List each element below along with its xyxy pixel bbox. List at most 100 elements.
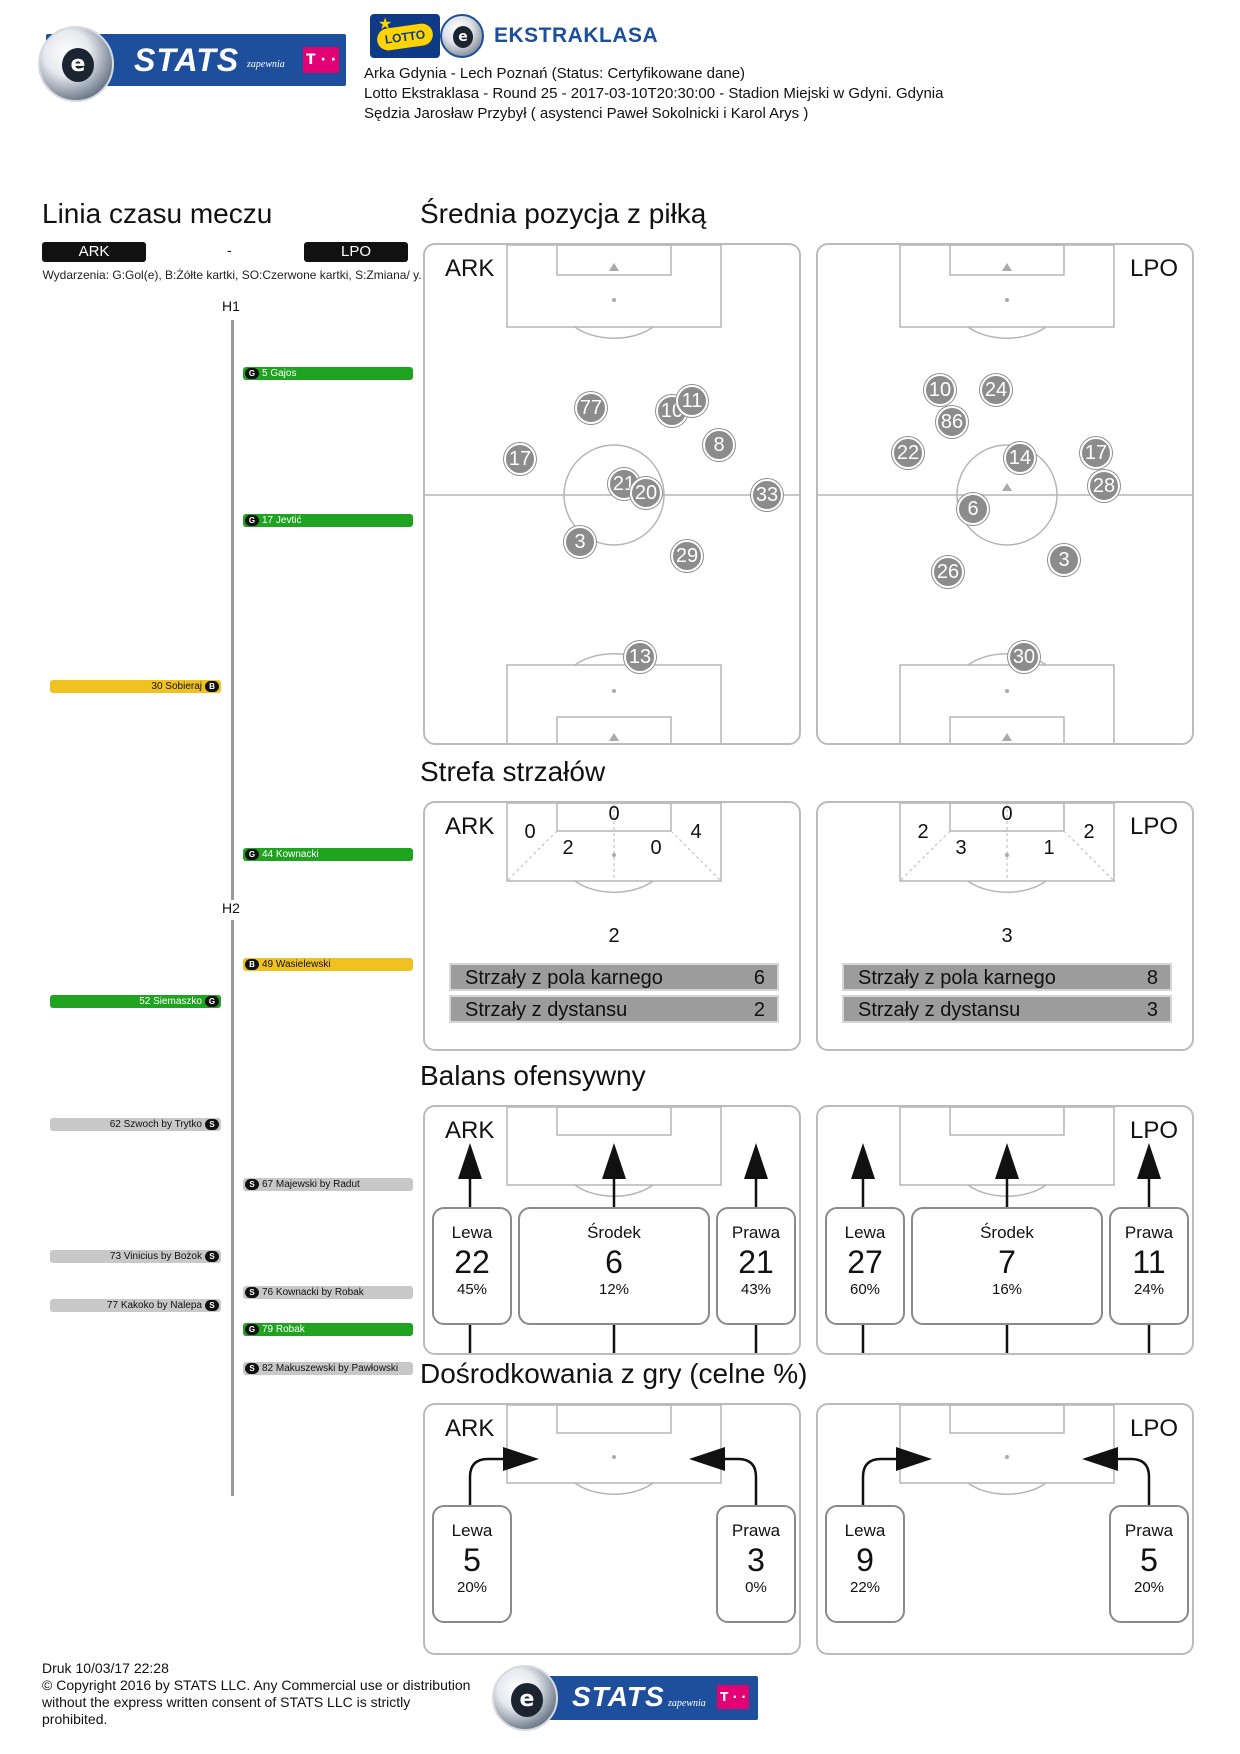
home-player-marker: 11 — [676, 385, 708, 417]
match-title: Arka Gdynia - Lech Poznań (Status: Certy… — [364, 65, 746, 82]
lotto-logo: ★ LOTTO — [370, 14, 440, 58]
shot-away-zone-box-left: 3 — [955, 837, 967, 859]
attack-balance-away-panel: LPO Lewa 27 60% Środek 7 16% Prawa 11 24… — [816, 1105, 1194, 1355]
home-player-marker: 29 — [671, 540, 703, 572]
away-player-marker: 22 — [892, 437, 924, 469]
away-player-marker: 30 — [1008, 641, 1040, 673]
shot-home-zone-left: 0 — [524, 821, 536, 843]
event-badge: B — [245, 959, 259, 970]
crosses-title: Dośrodkowania z gry (celne %) — [420, 1358, 808, 1389]
attack-balance-home-panel: ARK Lewa 22 45% Środek 6 12% Prawa 21 43… — [423, 1105, 801, 1355]
shot-home-outside: 2 — [608, 925, 620, 947]
away-player-marker: 28 — [1088, 470, 1120, 502]
arrow-up-icon — [851, 1143, 1161, 1179]
avg-away-label: LPO — [1129, 255, 1178, 282]
zapewnia-text: zapewnia — [247, 59, 285, 70]
half-2-label: H2 — [222, 900, 240, 916]
arrow-up-icon — [458, 1143, 768, 1179]
crosses-away-left: Lewa 9 22% — [825, 1505, 905, 1623]
shot-home-stat-box: Strzały z pola karnego 6 — [449, 963, 779, 991]
pitch-lines — [818, 245, 1192, 743]
ekstraklasa-ball-icon: e — [38, 26, 114, 102]
home-player-marker: 13 — [624, 641, 656, 673]
home-player-marker: 33 — [751, 479, 783, 511]
timeline-separator: - — [227, 242, 232, 258]
shot-home-zone-box-right: 0 — [650, 837, 662, 859]
stats-logo: e STATS zapewnia T · · — [38, 26, 346, 102]
balance-away-right: Prawa 11 24% — [1109, 1207, 1189, 1325]
event-text: 17 Jevtić — [262, 515, 302, 526]
avg-position-title: Średnia pozycja z piłką — [420, 198, 707, 229]
attack-balance-title: Balans ofensywny — [420, 1060, 646, 1091]
shot-zone-lines — [899, 803, 1115, 893]
balance-away-left: Lewa 27 60% — [825, 1207, 905, 1325]
home-player-marker: 3 — [564, 526, 596, 558]
ekstraklasa-ball-icon: e — [492, 1665, 558, 1731]
timeline-title: Linia czasu meczu — [42, 198, 273, 229]
shot-away-zone-right: 2 — [1083, 821, 1095, 843]
shot-away-zone-six: 0 — [1001, 803, 1013, 825]
balance-away-label: LPO — [1129, 1117, 1178, 1144]
shot-away-outside: 3 — [1001, 925, 1013, 947]
event-text: 82 Makuszewski by Pawłowski — [262, 1363, 399, 1374]
shot-zone-title: Strefa strzałów — [420, 756, 606, 787]
event-text: 62 Szwoch by Trytko — [109, 1119, 202, 1130]
shot-zone-lines — [506, 803, 722, 893]
timeline-line-h2 — [231, 920, 234, 1496]
event-badge: S — [245, 1363, 259, 1374]
shot-away-stat-box: Strzały z pola karnego 8 — [842, 963, 1172, 991]
balance-home-label: ARK — [445, 1117, 495, 1144]
copyright: © Copyright 2016 by STATS LLC. Any Comme… — [42, 1677, 471, 1727]
event-badge: G — [205, 996, 219, 1007]
crosses-away-right: Prawa 5 20% — [1109, 1505, 1189, 1623]
ekstraklasa-logo-icon: e — [440, 14, 484, 58]
balance-home-center: Środek 6 12% — [518, 1207, 710, 1325]
timeline-away-pill: LPO — [304, 242, 408, 262]
away-player-marker: 86 — [936, 406, 968, 438]
home-player-marker: 20 — [630, 477, 662, 509]
crosses-lines — [861, 1405, 1151, 1515]
shot-home-zone-right: 4 — [690, 821, 702, 843]
event-text: 76 Kownacki by Robak — [262, 1287, 364, 1298]
away-player-marker: 26 — [932, 556, 964, 588]
timeline-legend: Wydarzenia: G:Gol(e), B:Żółte kartki, SO… — [42, 268, 422, 282]
crosses-home-right: Prawa 3 0% — [716, 1505, 796, 1623]
crosses-away-panel: LPO Lewa 9 22% Prawa 5 20% — [816, 1403, 1194, 1655]
shot-away-zone-box-right: 1 — [1043, 837, 1055, 859]
event-badge: G — [245, 368, 259, 379]
event-text: 49 Wasielewski — [262, 959, 331, 970]
event-text: 67 Majewski by Radut — [262, 1179, 360, 1190]
event-badge: S — [205, 1300, 219, 1311]
crosses-home-panel: ARK Lewa 5 20% Prawa 3 0% — [423, 1403, 801, 1655]
telekom-logo: T · · — [717, 1685, 749, 1709]
arrow-icon — [503, 1447, 725, 1471]
pitch-lines — [425, 245, 799, 743]
balance-home-right: Prawa 21 43% — [716, 1207, 796, 1325]
event-badge: S — [245, 1287, 259, 1298]
event-text: 30 Sobieraj — [151, 681, 202, 692]
event-badge: S — [245, 1179, 259, 1190]
away-player-marker: 6 — [957, 493, 989, 525]
avg-home-label: ARK — [445, 255, 495, 282]
away-player-marker: 10 — [924, 374, 956, 406]
event-badge: S — [205, 1251, 219, 1262]
telekom-logo: T · · — [303, 47, 339, 73]
timeline-line-h1 — [231, 320, 234, 900]
event-badge: G — [245, 515, 259, 526]
shot-home-zone-six: 0 — [608, 803, 620, 825]
crosses-away-label: LPO — [1129, 1415, 1178, 1442]
event-text: 44 Kownacki — [262, 849, 319, 860]
home-player-marker: 77 — [575, 392, 607, 424]
